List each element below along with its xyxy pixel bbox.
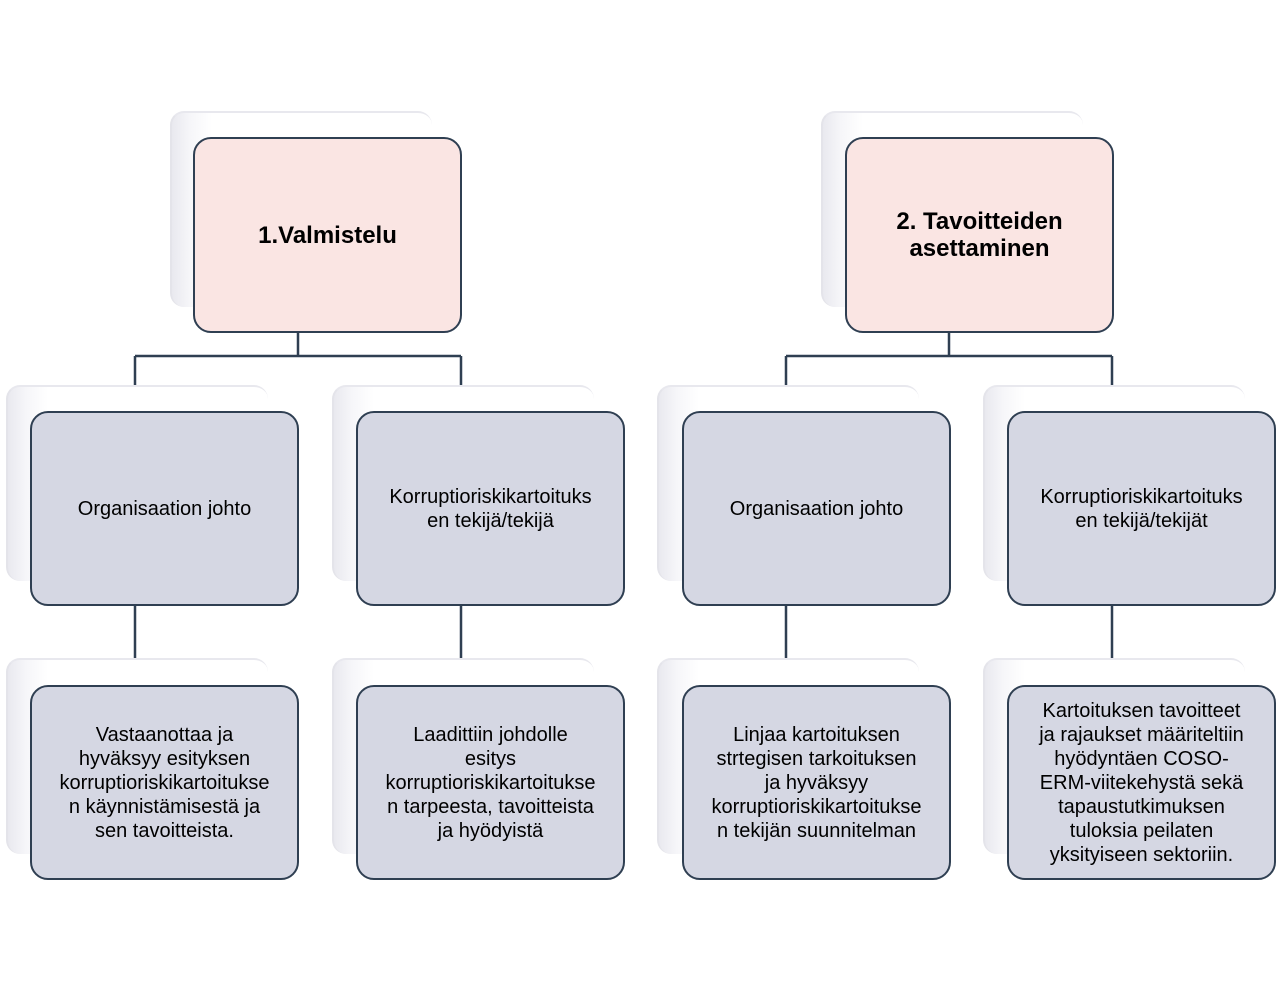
detail-box: Vastaanottaa ja hyväksyy esityksen korru… bbox=[30, 685, 299, 880]
phase-title-tavoitteiden-asettaminen: 2. Tavoitteiden asettaminen bbox=[845, 137, 1114, 333]
phase-title-valmistelu: 1.Valmistelu bbox=[193, 137, 462, 333]
phase-title-text: 2. Tavoitteiden asettaminen bbox=[896, 208, 1063, 262]
phase-title-text: 1.Valmistelu bbox=[258, 221, 397, 249]
connector-g1-head bbox=[133, 332, 463, 412]
role-text: Korruptioriskikartoituks en tekijä/tekij… bbox=[1040, 485, 1243, 532]
detail-box: Kartoituksen tavoitteet ja rajaukset mää… bbox=[1007, 685, 1276, 880]
detail-box: Laadittiin johdolle esitys korruptiorisk… bbox=[356, 685, 625, 880]
detail-text: Vastaanottaa ja hyväksyy esityksen korru… bbox=[59, 723, 270, 842]
detail-text: Laadittiin johdolle esitys korruptiorisk… bbox=[385, 723, 596, 842]
connector-g2-head bbox=[784, 332, 1114, 412]
role-text: Organisaation johto bbox=[729, 497, 904, 520]
role-text: Organisaation johto bbox=[77, 497, 252, 520]
role-box-kartoituksen-tekija: Korruptioriskikartoituks en tekijä/tekij… bbox=[356, 411, 625, 606]
role-box-kartoituksen-tekijat: Korruptioriskikartoituks en tekijä/tekij… bbox=[1007, 411, 1276, 606]
detail-text: Linjaa kartoituksen strtegisen tarkoituk… bbox=[711, 723, 922, 842]
detail-box: Linjaa kartoituksen strtegisen tarkoituk… bbox=[682, 685, 951, 880]
role-box-organisaation-johto: Organisaation johto bbox=[30, 411, 299, 606]
detail-text: Kartoituksen tavoitteet ja rajaukset mää… bbox=[1039, 699, 1244, 866]
role-box-organisaation-johto: Organisaation johto bbox=[682, 411, 951, 606]
role-text: Korruptioriskikartoituks en tekijä/tekij… bbox=[389, 485, 592, 532]
